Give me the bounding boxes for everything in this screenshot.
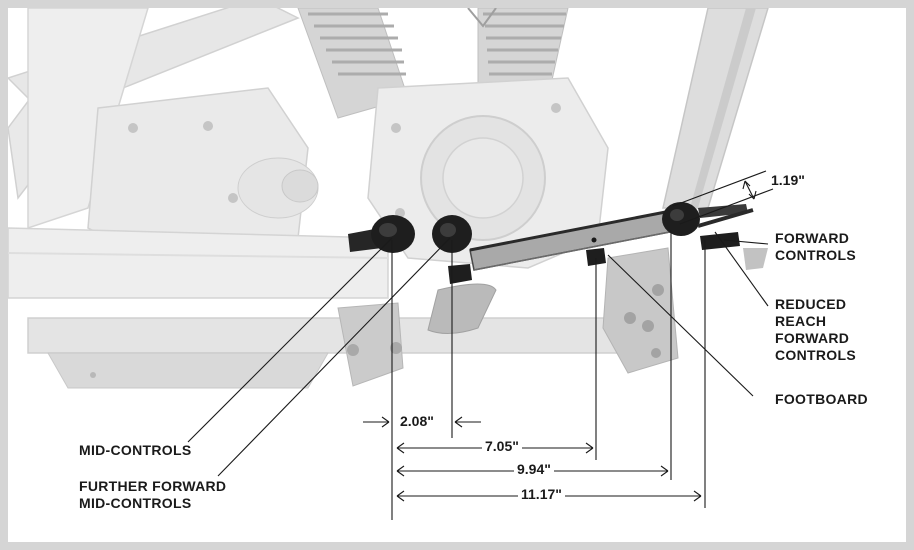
- angle-line-lower: [679, 188, 774, 225]
- forward-controls-peg: [662, 202, 754, 250]
- mid-controls-label: MID-CONTROLS: [79, 442, 192, 458]
- motorcycle-controls-diagram: [8, 8, 774, 520]
- reduced-reach-line-1: REDUCED: [775, 296, 847, 312]
- further-forward-line-2: MID-CONTROLS: [79, 495, 192, 511]
- motorcycle-engine-illustration: [8, 8, 769, 389]
- forward-controls-label: FORWARD CONTROLS: [775, 230, 856, 264]
- forward-controls-line-2: CONTROLS: [775, 247, 856, 263]
- mid-controls-leader: [187, 237, 393, 443]
- footboard-label: FOOTBOARD: [775, 391, 868, 407]
- footboard-leader: [607, 254, 754, 397]
- dimension-9-94: 9.94": [514, 461, 554, 477]
- angle-arrow: [744, 180, 755, 200]
- further-forward-mid-controls-peg: [432, 215, 472, 253]
- forward-controls-leader: [723, 239, 769, 245]
- dimension-reference-lines: [391, 230, 706, 520]
- angle-line-upper: [672, 170, 767, 207]
- angle-arrowhead-top: [742, 180, 751, 190]
- dimension-7-05: 7.05": [482, 438, 522, 454]
- angle-arrowhead-bottom: [748, 190, 757, 200]
- further-forward-leader: [217, 237, 451, 477]
- diagram-canvas: FORWARD CONTROLS REDUCED REACH FORWARD C…: [8, 8, 906, 542]
- reduced-reach-line-4: CONTROLS: [775, 347, 856, 363]
- reduced-reach-line-3: FORWARD: [775, 330, 850, 346]
- reduced-reach-forward-controls-label: REDUCED REACH FORWARD CONTROLS: [775, 296, 856, 364]
- reduced-reach-leader: [714, 231, 769, 307]
- forward-controls-line-1: FORWARD: [775, 230, 850, 246]
- peg-angle-dimension: 1.19": [768, 172, 808, 188]
- dimension-11-17: 11.17": [518, 486, 565, 502]
- further-forward-mid-controls-label: FURTHER FORWARD MID-CONTROLS: [79, 478, 226, 512]
- mid-controls-peg: [348, 215, 415, 253]
- callout-lines: [187, 170, 774, 477]
- dimension-2-08: 2.08": [400, 413, 434, 429]
- reduced-reach-line-2: REACH: [775, 313, 827, 329]
- further-forward-line-1: FURTHER FORWARD: [79, 478, 227, 494]
